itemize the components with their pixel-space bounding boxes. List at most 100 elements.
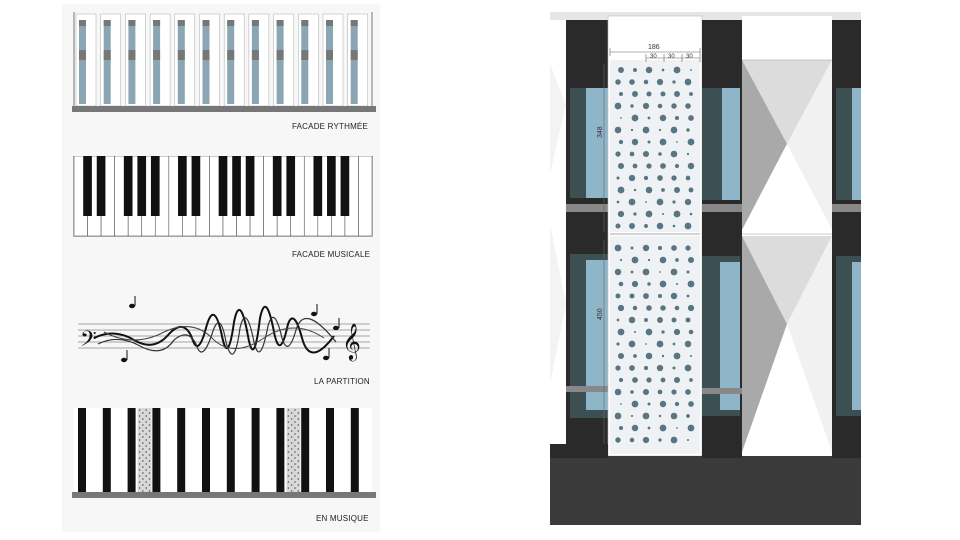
perforation-dot — [675, 258, 679, 262]
perforation-dot — [618, 139, 624, 145]
perforation-dot — [631, 400, 639, 408]
perforation-dot — [142, 454, 144, 456]
perforation-dot — [684, 364, 692, 372]
perforation-dot — [297, 436, 300, 438]
perforation-dot — [294, 457, 296, 459]
perforation-dot — [633, 68, 637, 72]
perforation-dot — [294, 421, 296, 423]
perforation-dot — [616, 176, 620, 180]
perforation-dot — [684, 222, 692, 230]
perforation-dot — [661, 354, 665, 358]
perforation-dot — [145, 469, 147, 471]
perforation-dot — [290, 490, 293, 492]
perforation-dot — [689, 378, 693, 382]
perforation-dot — [142, 478, 144, 480]
perforation-dot — [142, 412, 144, 414]
perforation-dot — [615, 293, 621, 299]
perforation-dot — [630, 390, 634, 394]
perforation-dot — [647, 140, 651, 144]
black-key — [123, 156, 133, 216]
perforation-dot — [148, 478, 151, 480]
perforation-dot — [642, 412, 650, 420]
perforated-panel — [286, 408, 301, 492]
perforation-dot — [633, 330, 637, 334]
perforation-dot — [145, 481, 147, 483]
floor-band — [350, 50, 358, 60]
black-bar — [152, 408, 161, 492]
glass-strip — [276, 20, 284, 104]
perforation-dot — [145, 487, 147, 489]
black-key — [286, 156, 296, 216]
black-bar — [102, 408, 111, 492]
floor-band — [227, 50, 235, 60]
black-key — [340, 156, 350, 216]
perforation-dot — [294, 433, 296, 435]
perforation-dot — [615, 223, 621, 229]
perforation-dot — [142, 448, 144, 450]
perforation-dot — [294, 487, 296, 489]
perforation-dot — [656, 340, 664, 348]
perforation-dot — [631, 114, 639, 122]
perforation-dot — [617, 304, 625, 312]
perforation-dot — [616, 318, 620, 322]
floor-band — [103, 20, 111, 26]
perforation-dot — [620, 403, 622, 405]
perforation-dot — [287, 475, 290, 477]
perforation-dot — [673, 328, 681, 336]
black-key — [191, 156, 201, 216]
perforation-dot — [145, 445, 147, 447]
perforation-dot — [659, 256, 667, 264]
floor-band — [153, 50, 161, 60]
perforation-dot — [687, 424, 695, 432]
perforation-dot — [647, 258, 651, 262]
perforation-dot — [138, 481, 141, 483]
perforation-dot — [674, 163, 680, 169]
perforation-dot — [287, 451, 290, 453]
glass-strip — [251, 20, 259, 104]
perforation-dot — [620, 117, 622, 119]
perforation-dot — [148, 454, 151, 456]
perforation-dot — [629, 79, 635, 85]
black-bar — [276, 408, 285, 492]
black-key — [245, 156, 255, 216]
perforation-dot — [148, 442, 151, 444]
perforation-dot — [674, 305, 680, 311]
perforation-dot — [685, 175, 691, 181]
perforation-dot — [287, 487, 290, 489]
perforation-dot — [148, 430, 151, 432]
perforation-dot — [628, 198, 636, 206]
svg-text:𝄢: 𝄢 — [80, 327, 97, 357]
perforation-dot — [687, 138, 695, 146]
black-key — [218, 156, 228, 216]
perforation-dot — [615, 437, 621, 443]
floor-band — [79, 20, 86, 26]
perforation-dot — [617, 186, 625, 194]
perforation-dot — [674, 401, 680, 407]
perforation-dot — [657, 389, 663, 395]
facade-rhythm-diagram — [72, 12, 376, 112]
dim-module-b: 30 — [668, 54, 675, 60]
perforation-dot — [645, 328, 653, 336]
black-key — [178, 156, 187, 216]
perforation-dot — [290, 466, 293, 468]
perforation-dot — [689, 354, 693, 358]
perforation-dot — [644, 224, 648, 228]
perforation-dot — [297, 448, 300, 450]
perforation-dot — [642, 150, 650, 158]
black-key — [232, 156, 241, 216]
floor-band — [202, 20, 210, 26]
black-bar — [251, 408, 260, 492]
perforation-dot — [656, 198, 664, 206]
perforation-dot — [297, 460, 300, 462]
perforation-dot — [629, 293, 635, 299]
glass-strip — [350, 20, 358, 104]
perforation-dot — [145, 421, 147, 423]
caption-en-musique: EN MUSIQUE — [316, 514, 369, 523]
perforation-dot — [685, 317, 691, 323]
music-facade-diagram — [72, 408, 376, 498]
perforation-dot — [647, 426, 651, 430]
perforation-dot — [674, 91, 680, 97]
perforation-dot — [630, 270, 634, 274]
perforation-dot — [297, 466, 300, 468]
perforation-dot — [688, 401, 694, 407]
